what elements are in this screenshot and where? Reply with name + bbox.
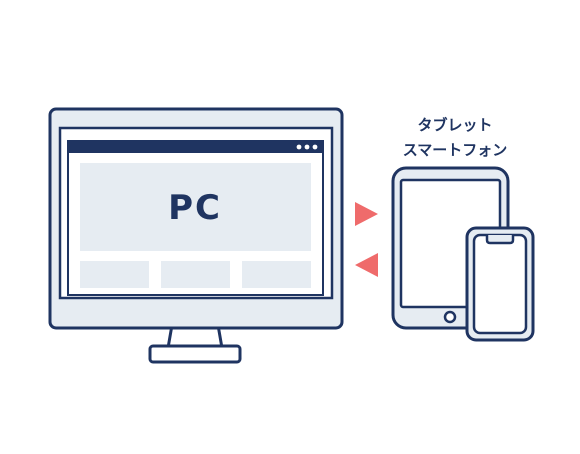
monitor: [48, 107, 344, 330]
content-block: [161, 261, 230, 288]
tablet-home-button: [443, 310, 457, 324]
content-block: [242, 261, 311, 288]
content-block: [80, 261, 149, 288]
browser-dot: [304, 144, 310, 150]
arrow-right-icon: [355, 202, 378, 226]
browser-dot: [312, 144, 318, 150]
hero-panel: [80, 163, 311, 251]
arrow-left-icon: [355, 253, 378, 277]
monitor-stand: [148, 323, 242, 364]
tablet-label: タブレット: [417, 116, 493, 134]
browser-dot: [296, 144, 302, 150]
phone-notch: [485, 235, 515, 245]
smartphone-label: スマートフォン: [402, 141, 508, 159]
smartphone: [465, 226, 535, 342]
browser-title-bar: [68, 141, 323, 153]
pc-label: PC: [168, 188, 222, 228]
